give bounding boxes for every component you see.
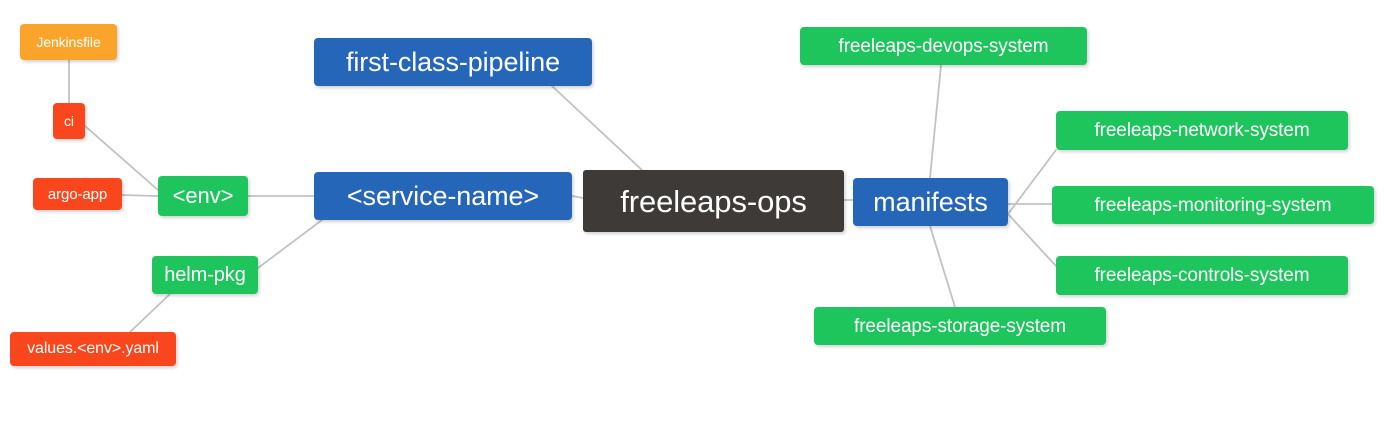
mindmap-node-manifests[interactable]: manifests bbox=[853, 178, 1008, 226]
edge-manifests-to-storage-system bbox=[929, 225, 956, 308]
mindmap-node-helm-pkg[interactable]: helm-pkg bbox=[152, 256, 258, 294]
mindmap-node-controls-system[interactable]: freeleaps-controls-system bbox=[1056, 256, 1348, 295]
edge-manifests-to-controls-system bbox=[1007, 213, 1057, 267]
mindmap-node-first-class-pipeline[interactable]: first-class-pipeline bbox=[314, 38, 592, 86]
mindmap-node-env[interactable]: <env> bbox=[158, 176, 248, 216]
mindmap-node-monitoring-system[interactable]: freeleaps-monitoring-system bbox=[1052, 186, 1374, 224]
edge-devops-system-to-manifests bbox=[929, 64, 942, 179]
edge-argo-app-to-env bbox=[121, 194, 159, 197]
mindmap-node-storage-system[interactable]: freeleaps-storage-system bbox=[814, 307, 1106, 345]
mindmap-node-network-system[interactable]: freeleaps-network-system bbox=[1056, 111, 1348, 150]
mindmap-node-values-yaml[interactable]: values.<env>.yaml bbox=[10, 332, 176, 366]
mindmap-node-jenkinsfile[interactable]: Jenkinsfile bbox=[20, 24, 117, 60]
mindmap-node-argo-app[interactable]: argo-app bbox=[33, 178, 122, 210]
mindmap-node-service-name[interactable]: <service-name> bbox=[314, 172, 572, 220]
mindmap-node-devops-system[interactable]: freeleaps-devops-system bbox=[800, 27, 1087, 65]
edge-manifests-to-network-system bbox=[1007, 149, 1057, 215]
mindmap-node-ci[interactable]: ci bbox=[53, 103, 85, 139]
edge-first-class-pipeline-to-freeleaps-ops bbox=[551, 85, 643, 171]
edge-service-name-to-freeleaps-ops bbox=[571, 195, 584, 199]
edge-helm-pkg-to-values-yaml bbox=[129, 293, 171, 333]
edge-service-name-to-helm-pkg bbox=[257, 219, 323, 269]
mindmap-node-freeleaps-ops[interactable]: freeleaps-ops bbox=[583, 170, 844, 232]
